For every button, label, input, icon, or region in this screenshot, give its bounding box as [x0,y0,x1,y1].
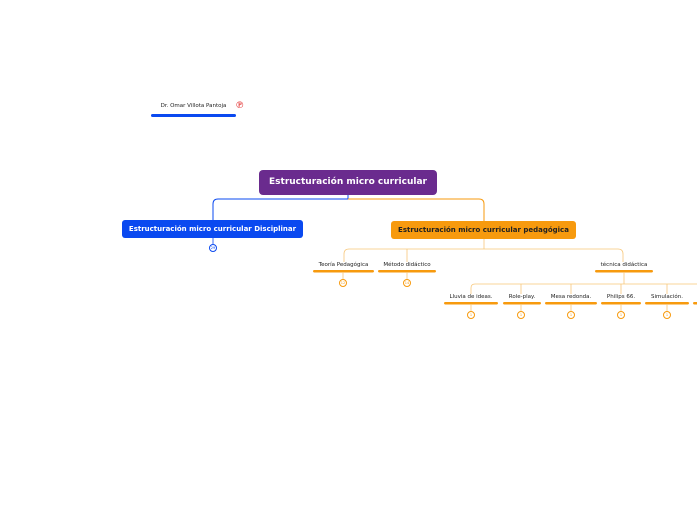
root-node[interactable]: Estructuración micro curricular [259,170,437,195]
root-to-pedagogica-connector [348,198,485,221]
teoria-underline [313,270,374,273]
node-simulacion[interactable]: Simulación. [651,294,683,300]
node-role-play[interactable]: Role-play. [508,294,536,300]
author-logo-icon: ℗ [236,100,244,111]
pedagogica-children-connector [343,239,624,262]
author-name: Dr. Omar Villota Pantoja [160,103,227,109]
tecnica-item-underline [503,302,541,305]
node-tecnica-didactica[interactable]: técnica didáctica [600,262,648,268]
teoria-count-badge[interactable]: 12 [339,279,347,287]
tecnica-children-connector [470,272,697,294]
role-play-count-badge[interactable]: 1 [517,311,525,319]
mesa-redonda-count-badge[interactable]: 1 [567,311,575,319]
node-philips-66[interactable]: Philips 66. [606,294,636,300]
simulacion-count-badge[interactable]: 1 [663,311,671,319]
tecnica-item-underline [645,302,689,305]
branch-pedagogica[interactable]: Estructuración micro curricular pedagógi… [391,221,576,239]
tecnica-item-underline [545,302,597,305]
root-to-disciplinar-connector [212,195,349,220]
node-metodo-didactico[interactable]: Método didáctico [383,262,431,268]
tecnica-item-underline [693,302,697,305]
node-lluvia-de-ideas[interactable]: Lluvia de ideas. [449,294,493,300]
lluvia-count-badge[interactable]: 1 [467,311,475,319]
philips-count-badge[interactable]: 1 [617,311,625,319]
metodo-underline [378,270,436,273]
metodo-count-badge[interactable]: 14 [403,279,411,287]
node-teoria-pedagogica[interactable]: Teoría Pedagógica [318,262,369,268]
disciplinar-count-badge[interactable]: 29 [209,244,217,252]
tecnica-item-underline [444,302,498,305]
node-mesa-redonda[interactable]: Mesa redonda. [550,294,592,300]
tecnica-underline [595,270,653,273]
tecnica-item-underline [601,302,641,305]
branch-disciplinar[interactable]: Estructuración micro curricular Discipli… [122,220,303,238]
author-underline [151,114,236,117]
